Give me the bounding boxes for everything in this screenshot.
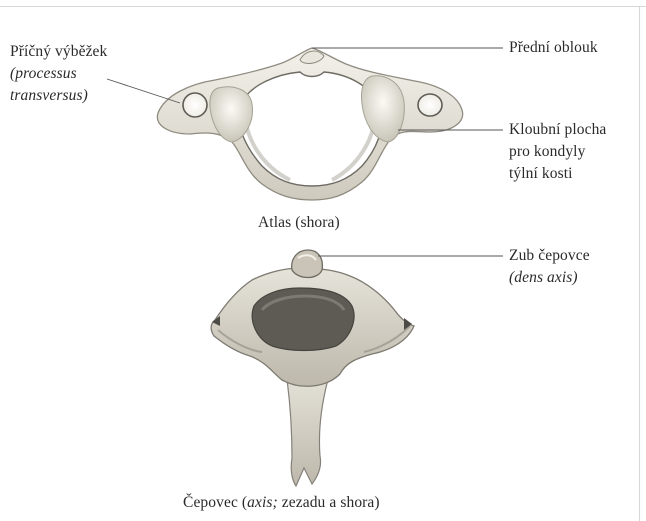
atlas-vertebra <box>157 48 462 200</box>
axis-dens <box>292 250 323 278</box>
label-articular-surface-line2: pro kondyly <box>509 141 606 163</box>
label-dens-line1: Zub čepovce <box>509 245 590 267</box>
label-articular-surface-line3: týlní kosti <box>509 163 606 185</box>
label-transverse-process: Příčný výběžek (processus transversus) <box>10 41 107 107</box>
caption-axis-part3: zezadu a shora) <box>278 494 380 511</box>
caption-axis-part2: axis; <box>247 494 278 511</box>
atlas-transverse-foramen-left <box>183 93 207 117</box>
axis-spinous-process <box>286 372 330 486</box>
atlas-transverse-foramen-right <box>418 94 442 116</box>
axis-vertebra <box>211 250 414 486</box>
label-articular-surface: Kloubní plocha pro kondyly týlní kosti <box>509 119 606 185</box>
label-transverse-process-line2: (processus <box>10 63 107 85</box>
label-articular-surface-line1: Kloubní plocha <box>509 119 606 141</box>
caption-axis: Čepovec (axis; zezadu a shora) <box>183 492 380 514</box>
label-transverse-process-line1: Příčný výběžek <box>10 41 107 63</box>
leader-transverse-process <box>107 79 180 103</box>
label-dens-line2: (dens axis) <box>509 267 590 289</box>
label-anterior-arch: Přední oblouk <box>509 37 598 59</box>
caption-axis-part1: Čepovec ( <box>183 494 247 511</box>
label-transverse-process-line3: transversus) <box>10 85 107 107</box>
label-dens: Zub čepovce (dens axis) <box>509 245 590 289</box>
caption-atlas: Atlas (shora) <box>258 212 340 234</box>
